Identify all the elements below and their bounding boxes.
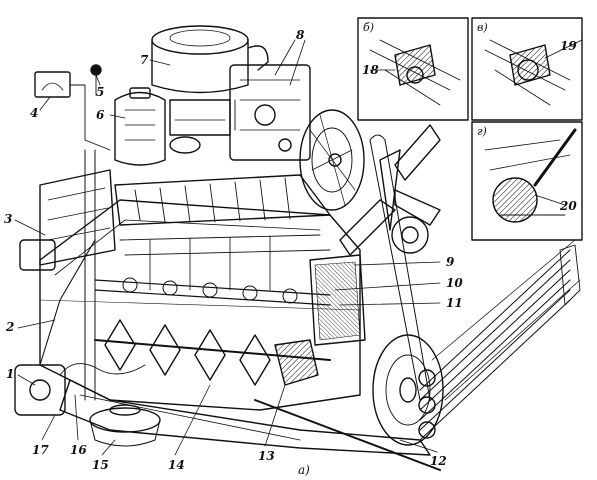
fuel-pump: [229, 64, 311, 161]
callout-8: 8: [296, 28, 305, 42]
inset-b-label: б): [363, 21, 375, 34]
callout-9: 9: [446, 255, 455, 269]
callout-6: 6: [96, 108, 105, 122]
callout-11: 11: [446, 296, 463, 310]
timing-gear-cover: [309, 254, 366, 346]
callout-16: 16: [70, 443, 87, 457]
callout-17: 17: [32, 443, 49, 457]
fan-belt: [369, 134, 431, 401]
callout-15: 15: [92, 458, 109, 472]
inset-b-frame: [357, 17, 469, 121]
oil-lines: [59, 149, 146, 401]
inset-g-frame: [471, 121, 583, 241]
figure-caption: а): [298, 463, 310, 477]
temperature-gauge: [34, 71, 111, 151]
callout-12: 12: [430, 454, 447, 468]
pulley-system: [299, 109, 365, 211]
crankshaft: [94, 319, 331, 386]
callout-19: 19: [560, 39, 577, 53]
starter-motor: [14, 239, 96, 416]
dipstick-tube: [254, 399, 441, 471]
callout-10: 10: [446, 276, 463, 290]
callout-4: 4: [30, 106, 39, 120]
oil-filter: [89, 404, 161, 447]
callout-3: 3: [4, 212, 13, 226]
callout-13: 13: [258, 449, 275, 463]
ignition-distributor: [114, 87, 166, 166]
inset-g-label: г): [477, 125, 487, 138]
inset-v-label: в): [477, 21, 488, 34]
oil-cooler: [418, 239, 581, 441]
inset-v-frame: [471, 17, 583, 121]
camshaft: [94, 277, 331, 306]
callout-18: 18: [362, 63, 379, 77]
callout-7: 7: [140, 53, 149, 67]
callout-5: 5: [96, 85, 105, 99]
callout-1: 1: [6, 367, 15, 381]
left-cylinder-head: [19, 169, 116, 271]
intake-manifold: [114, 174, 331, 291]
callout-14: 14: [168, 458, 185, 472]
callout-2: 2: [6, 320, 15, 334]
carburetor: [169, 99, 231, 154]
callout-leaders: [14, 39, 583, 456]
oil-pan: [59, 379, 431, 456]
callout-20: 20: [560, 199, 577, 213]
